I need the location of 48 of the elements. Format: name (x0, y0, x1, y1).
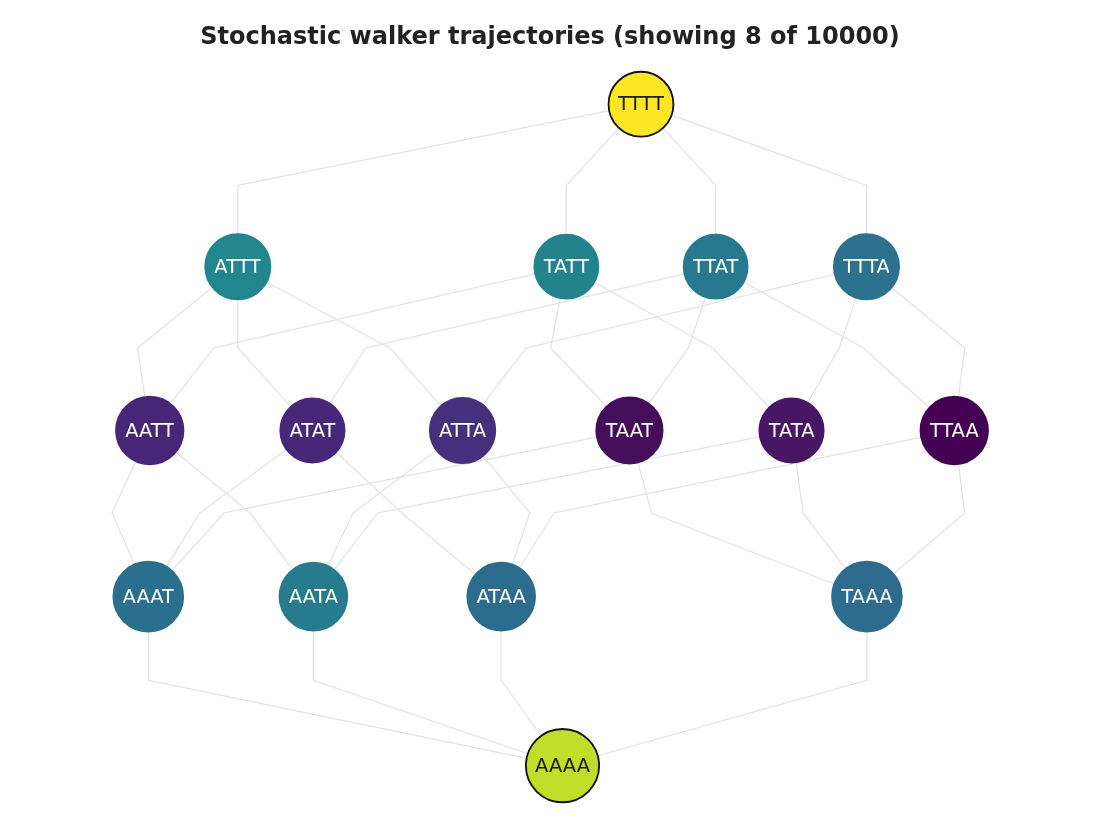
connector (333, 436, 761, 571)
node-circle: TTTT (607, 70, 675, 138)
node-circle: ATTA (428, 396, 497, 465)
connector (795, 461, 847, 570)
node-circle: TTAT (682, 233, 749, 300)
connector (237, 110, 610, 235)
diagram-title: Stochastic walker trajectories (showing 8 of 10000) (199, 21, 901, 52)
connector (265, 281, 442, 407)
connector (890, 286, 966, 398)
node-circle: TAAA (831, 560, 903, 633)
connector (648, 296, 707, 405)
connector (175, 451, 294, 571)
connector (743, 281, 930, 409)
connector (670, 114, 868, 235)
connector (518, 436, 922, 569)
connector (637, 461, 835, 585)
node-circle: ATAA (466, 561, 536, 632)
connector (593, 281, 770, 408)
connector (237, 298, 292, 408)
node-circle: ATAT (279, 397, 346, 464)
connector (147, 630, 528, 759)
connector (500, 629, 542, 737)
connector (171, 436, 598, 572)
connector (565, 127, 620, 236)
node-circle: AATT (115, 395, 185, 466)
connector (312, 629, 529, 755)
connector (597, 630, 868, 757)
connector (169, 273, 536, 405)
node-circle: ATTT (204, 233, 272, 301)
connector (662, 127, 717, 236)
connector (807, 296, 857, 404)
connector (549, 297, 608, 408)
node-circle: TTTA (833, 233, 900, 301)
connector (481, 273, 836, 406)
node-circle: AAAA (524, 728, 601, 804)
node-circle: TAAT (595, 396, 664, 465)
connector (136, 286, 214, 398)
node-circle: AAAT (112, 560, 185, 633)
connector (327, 449, 438, 567)
connector (335, 451, 476, 576)
connector (482, 455, 531, 566)
connector (165, 448, 288, 568)
connector (892, 463, 966, 575)
node-circle: TATA (758, 397, 825, 464)
node-circle: TTAA (919, 395, 989, 466)
node-circle: AATA (278, 561, 349, 632)
connector (111, 460, 137, 566)
node-circle: TATT (533, 233, 600, 300)
